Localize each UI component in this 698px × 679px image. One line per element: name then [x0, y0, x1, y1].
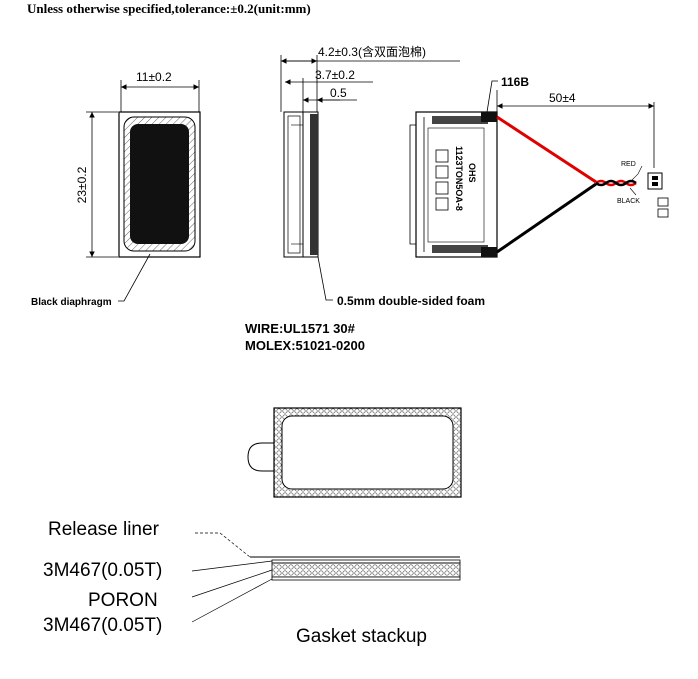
black-wire [496, 182, 597, 254]
solder-tab-bottom [481, 247, 497, 257]
foam-callout: 0.5mm double-sided foam [337, 294, 485, 308]
front-width-dimension: 11±0.2 [136, 70, 172, 84]
layer-label-poron: PORON [88, 590, 158, 611]
connector-spec: MOLEX:51021-0200 [245, 338, 365, 353]
black-diaphragm [130, 124, 189, 244]
front-view: 11±0.2 23±0.2 Black diaphragm [31, 70, 201, 308]
adhesive-layer-top [271, 559, 461, 564]
side-view: 4.2±0.3(含双面泡棉) 3.7±0.2 0.5 0.5mm double-… [280, 44, 485, 308]
molex-connector [647, 172, 663, 190]
tolerance-note: Unless otherwise specified,tolerance:±0.… [27, 1, 311, 16]
overall-thickness-dimension: 4.2±0.3(含双面泡棉) [318, 44, 426, 59]
twisted-pair-black [595, 179, 637, 187]
connector-pin-1 [657, 197, 669, 207]
layer-label-adhesive-bottom: 3M467(0.05T) [43, 615, 162, 636]
label-line-2: OHS [467, 163, 477, 183]
gasket-stackup: Release liner 3M467(0.05T) PORON 3M467(0… [43, 519, 461, 647]
body-thickness-dimension: 3.7±0.2 [315, 68, 355, 82]
wire-tag: 116B [501, 75, 529, 89]
foam-thickness-dimension: 0.5 [330, 86, 347, 100]
gasket-top-view [247, 407, 462, 498]
layer-label-adhesive-top: 3M467(0.05T) [43, 560, 162, 581]
black-diaphragm-callout: Black diaphragm [31, 297, 112, 308]
label-line-1: 1123TON5OA-8 [454, 146, 464, 211]
black-wire-label: BLACK [617, 198, 640, 205]
gasket-opening [281, 415, 454, 490]
connector-pin-2 [657, 208, 669, 218]
rear-view: 1123TON5OA-8 OHS 116B 50±4 RED BLACK [409, 75, 669, 258]
red-wire-label: RED [621, 161, 636, 168]
layer-label-release-liner: Release liner [48, 519, 160, 540]
lead-length-dimension: 50±4 [549, 91, 576, 105]
red-wire [496, 115, 597, 184]
adhesive-layer-bottom [271, 576, 461, 581]
solder-tab-top [481, 112, 497, 122]
gasket-stackup-title: Gasket stackup [296, 626, 427, 647]
poron-layer [271, 562, 461, 578]
front-height-dimension: 23±0.2 [75, 166, 89, 203]
gasket-pull-tab [247, 442, 274, 472]
wire-spec: WIRE:UL1571 30# [245, 321, 356, 336]
